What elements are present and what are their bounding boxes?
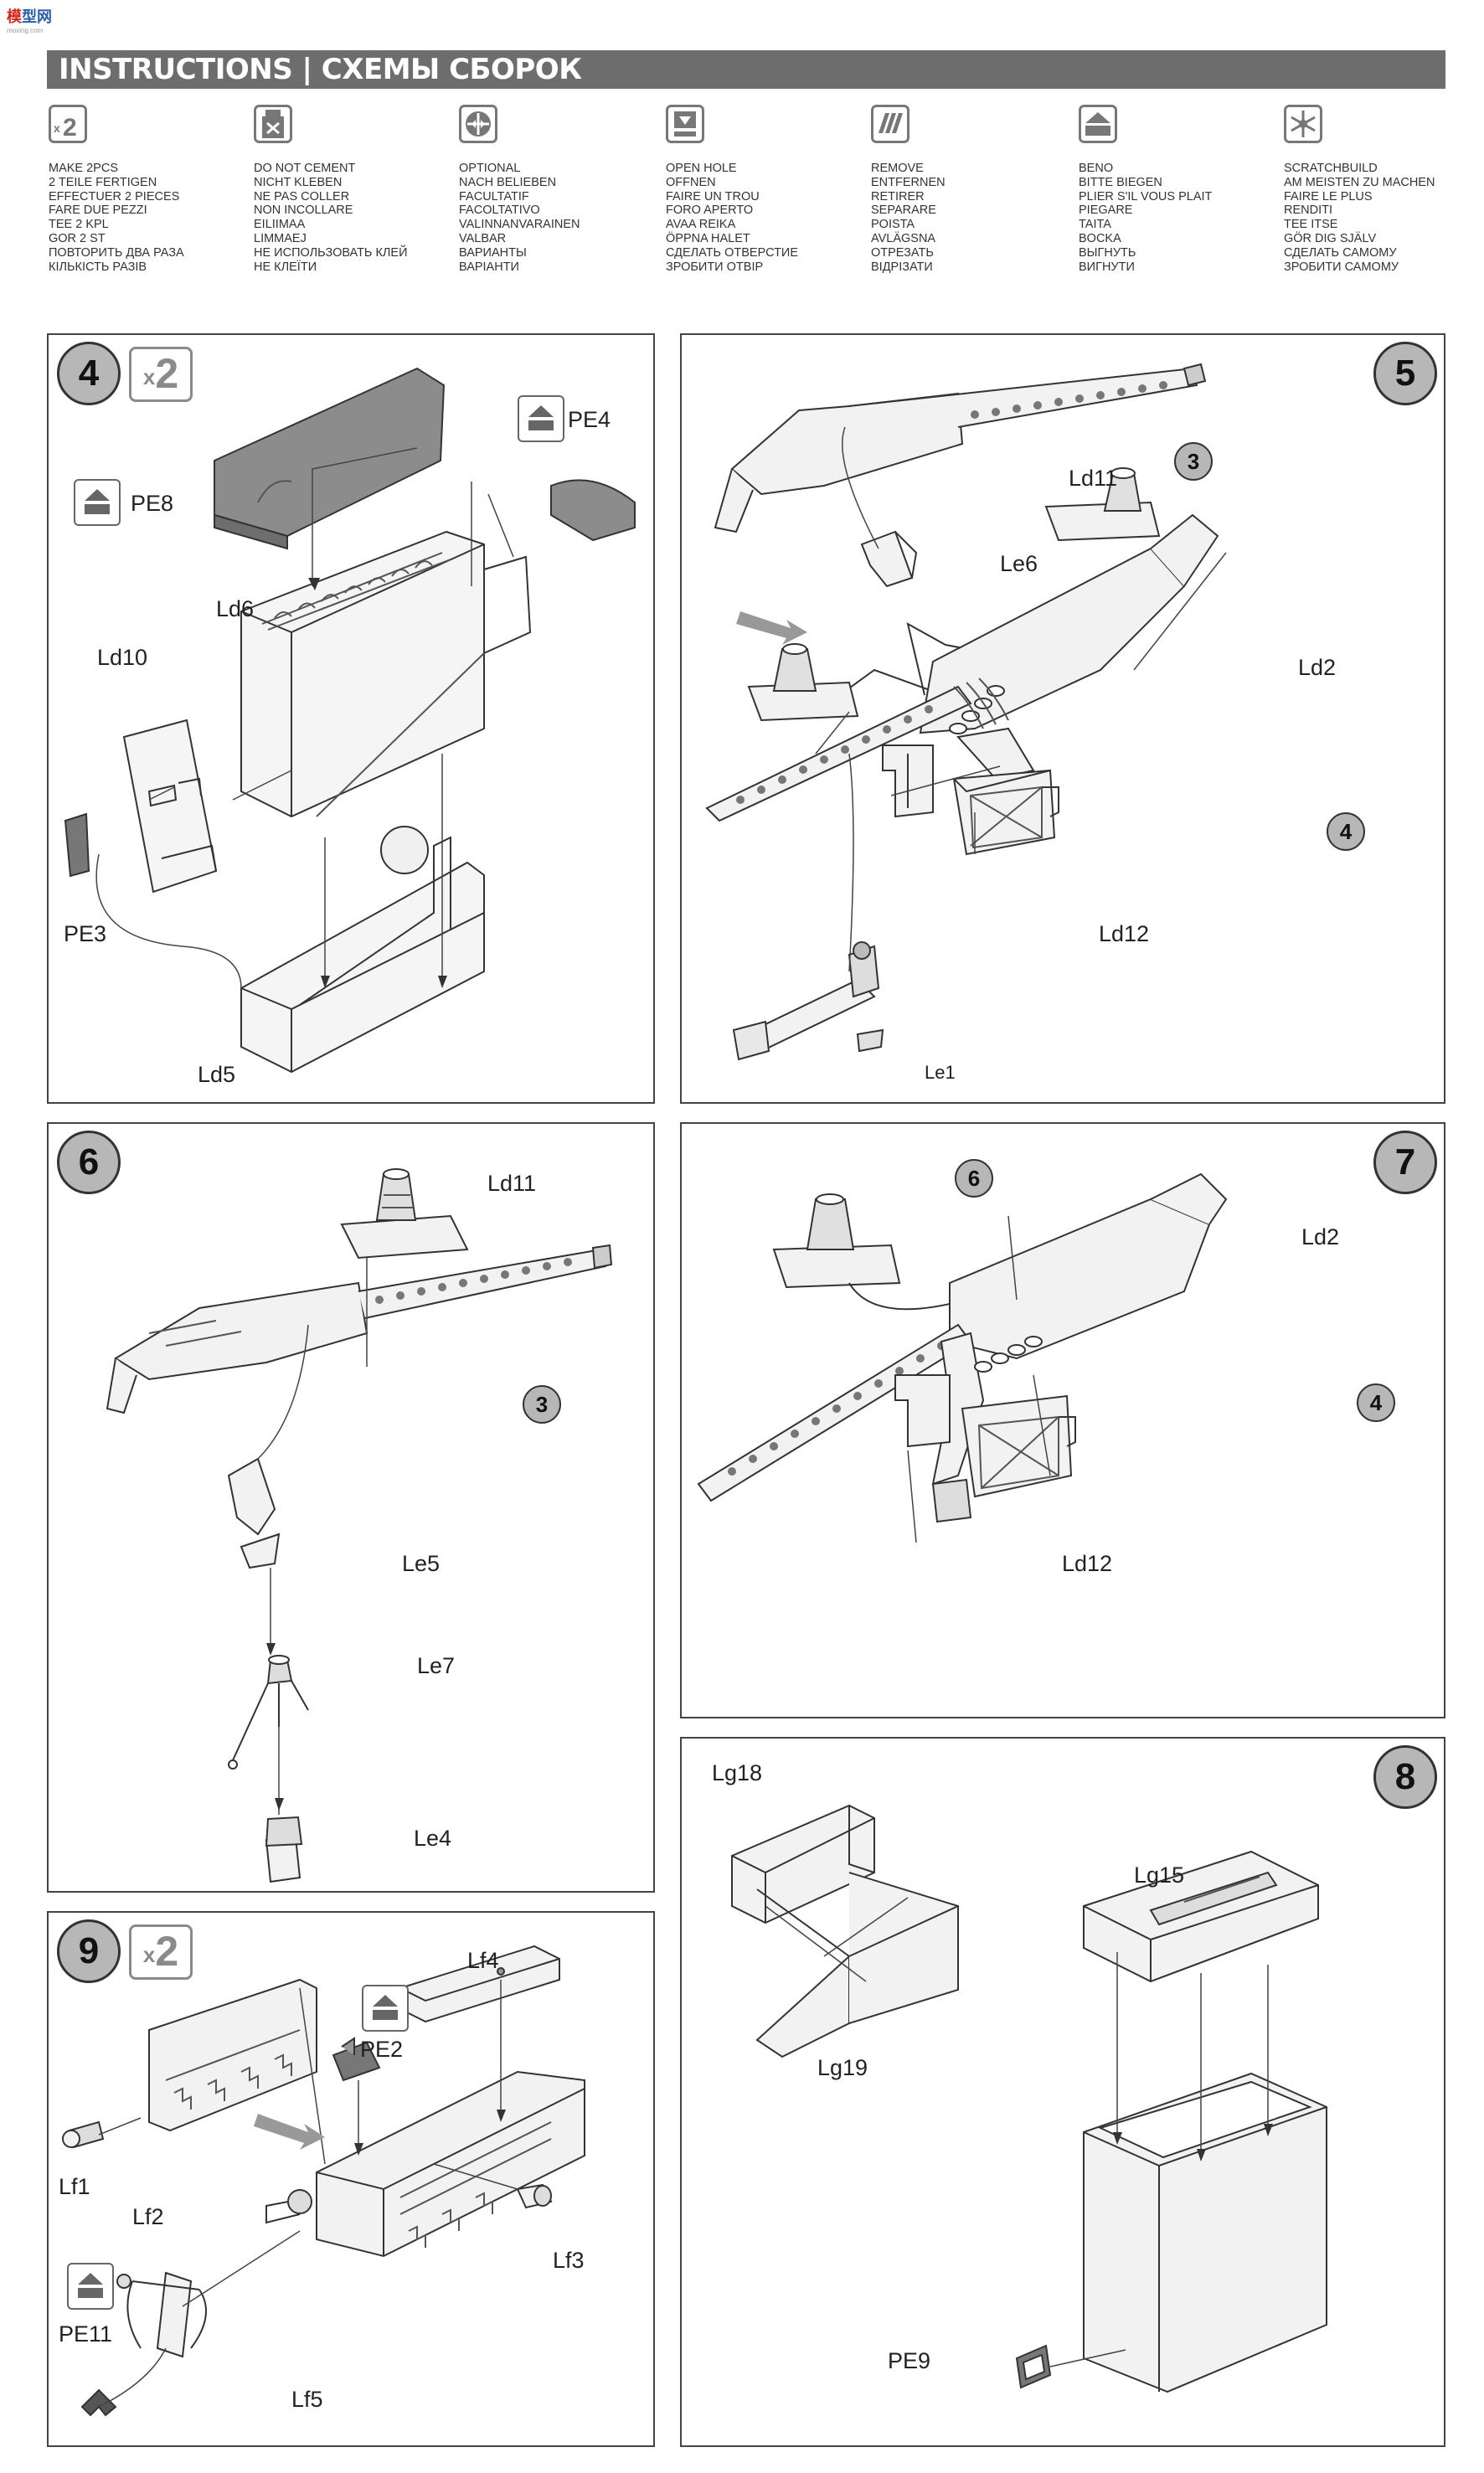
step-5-panel: 5 Ld11 Le6 Ld2 Ld12 Le1 3 4	[680, 333, 1445, 1104]
part-label-lf1: Lf1	[59, 2174, 90, 2199]
step-number: 9	[57, 1919, 121, 1983]
part-label-ld11: Ld11	[1069, 466, 1118, 491]
part-ref-3: 3	[523, 1385, 561, 1424]
part-label-ld12: Ld12	[1099, 921, 1150, 946]
part-label-lf3: Lf3	[553, 2248, 585, 2273]
part-ref-6: 6	[955, 1159, 993, 1198]
logo-part1: 模	[7, 8, 22, 25]
step-9-drawing	[62, 1945, 585, 2417]
make-2pcs-badge: x2	[129, 1924, 193, 1980]
step-5-drawing	[705, 363, 1227, 1061]
optional-icon	[459, 105, 497, 143]
svg-text:x: x	[54, 121, 60, 135]
step-4-panel: 4 x2 PE8 PE4 Ld6 Ld10 PE3 Ld5	[47, 333, 655, 1104]
page-title: INSTRUCTIONS | СХЕМЫ СБОРОК	[47, 50, 1445, 89]
bend-icon	[67, 2263, 114, 2310]
bend-icon	[1079, 105, 1117, 143]
make-2pcs-badge: x2	[129, 347, 193, 402]
part-label-lg19: Lg19	[817, 2055, 868, 2080]
part-ref-4: 4	[1357, 1383, 1395, 1422]
step-6-panel: 6 Ld11 Le5 Le7 Le4 3	[47, 1122, 655, 1893]
part-label-pe8: PE8	[131, 491, 174, 516]
part-ref-3: 3	[1174, 442, 1213, 481]
site-logo: 模型网 moxing.com	[7, 5, 52, 34]
part-label-le6: Le6	[1000, 551, 1038, 576]
bend-icon	[74, 479, 121, 526]
part-label-pe2: PE2	[360, 2037, 404, 2062]
part-label-pe4: PE4	[568, 407, 611, 432]
part-ref-4: 4	[1327, 812, 1365, 851]
part-label-pe9: PE9	[888, 2348, 931, 2373]
bend-icon	[362, 1985, 409, 2032]
part-label-lg15: Lg15	[1134, 1862, 1185, 1888]
part-label-le5: Le5	[402, 1551, 441, 1576]
step-7-drawing	[697, 1172, 1228, 1543]
scratchbuild-icon	[1284, 105, 1322, 143]
step-4-drawing	[64, 367, 636, 1074]
svg-text:2: 2	[63, 114, 77, 142]
step-number: 6	[57, 1131, 121, 1194]
step-7-panel: 7 Ld2 Ld12 6 4	[680, 1122, 1445, 1718]
step-number: 8	[1373, 1745, 1437, 1809]
bend-icon	[518, 395, 564, 442]
part-label-pe3: PE3	[64, 921, 107, 946]
part-label-ld10: Ld10	[97, 645, 148, 670]
part-label-ld6: Ld6	[216, 596, 255, 621]
remove-icon	[871, 105, 909, 143]
part-label-ld2: Ld2	[1301, 1224, 1340, 1249]
do-not-cement-icon	[254, 105, 292, 143]
step-9-panel: 9 x2 Lf4 PE2 Lf1 Lf2 Lf3 PE11 Lf5	[47, 1911, 655, 2447]
part-label-ld11: Ld11	[487, 1171, 537, 1196]
part-label-lf5: Lf5	[291, 2387, 323, 2412]
part-label-pe11: PE11	[59, 2321, 113, 2347]
make-2pcs-icon: x 2	[49, 105, 87, 143]
step-number: 7	[1373, 1131, 1437, 1194]
step-number: 4	[57, 342, 121, 405]
step-8-panel: 8 Lg18 Lg19 Lg15 PE9	[680, 1737, 1445, 2447]
step-6-drawing	[106, 1168, 613, 1883]
part-label-lf4: Lf4	[467, 1948, 499, 1973]
logo-part2: 型网	[22, 8, 52, 25]
part-label-ld5: Ld5	[198, 1062, 236, 1087]
part-label-le4: Le4	[414, 1826, 452, 1851]
part-label-le7: Le7	[417, 1653, 456, 1678]
part-label-lg18: Lg18	[712, 1760, 763, 1785]
open-hole-icon	[666, 105, 704, 143]
part-label-ld12: Ld12	[1062, 1551, 1113, 1576]
logo-sub: moxing.com	[7, 27, 44, 34]
part-label-ld2: Ld2	[1298, 655, 1337, 680]
part-label-lf2: Lf2	[132, 2204, 164, 2229]
step-8-drawing	[731, 1804, 1327, 2393]
step-number: 5	[1373, 342, 1437, 405]
part-label-le1: Le1	[925, 1062, 956, 1083]
